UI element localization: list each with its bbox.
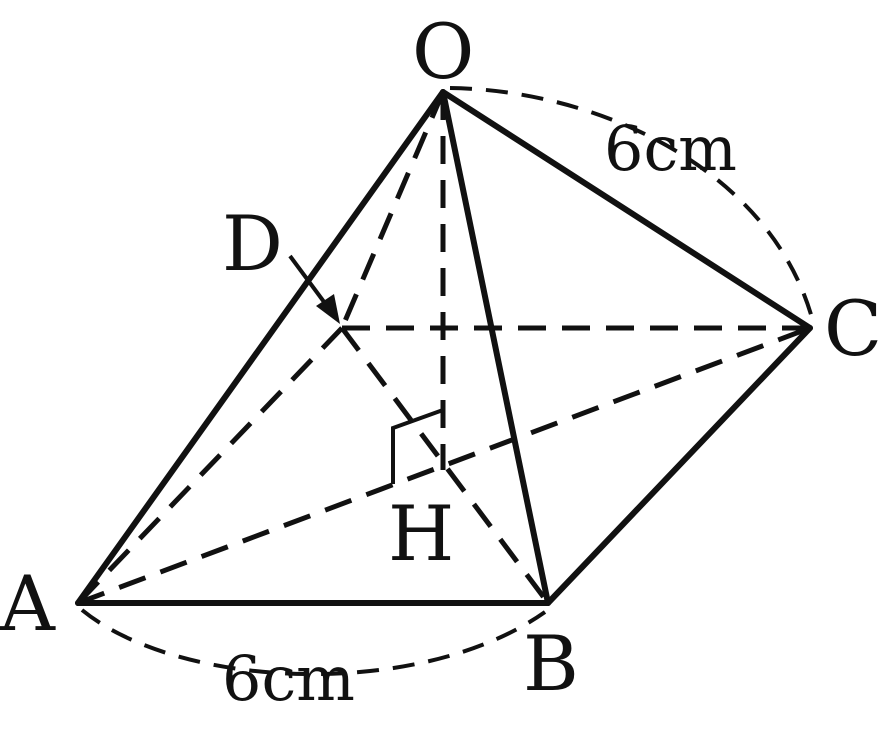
edge-oc bbox=[440, 89, 813, 331]
measurement-oc: 6cm bbox=[604, 112, 737, 185]
dimension-arc-ab bbox=[80, 608, 547, 677]
dimension-arc-oc bbox=[449, 86, 814, 319]
edge-da bbox=[76, 326, 344, 605]
label-h: H bbox=[388, 489, 454, 578]
pointer-arrow-d bbox=[288, 254, 332, 312]
label-o: O bbox=[412, 7, 474, 96]
label-c: C bbox=[824, 284, 882, 373]
diagonal-db bbox=[339, 326, 551, 605]
measurement-ab: 6cm bbox=[222, 642, 355, 715]
label-b: B bbox=[523, 619, 579, 708]
label-a: A bbox=[0, 559, 56, 648]
pointer-arrowhead-d bbox=[316, 294, 340, 324]
edge-ob bbox=[440, 89, 551, 606]
right-angle-marker bbox=[391, 408, 444, 484]
edge-oa bbox=[75, 89, 446, 606]
edge-bc bbox=[545, 325, 813, 606]
label-d: D bbox=[222, 199, 283, 288]
